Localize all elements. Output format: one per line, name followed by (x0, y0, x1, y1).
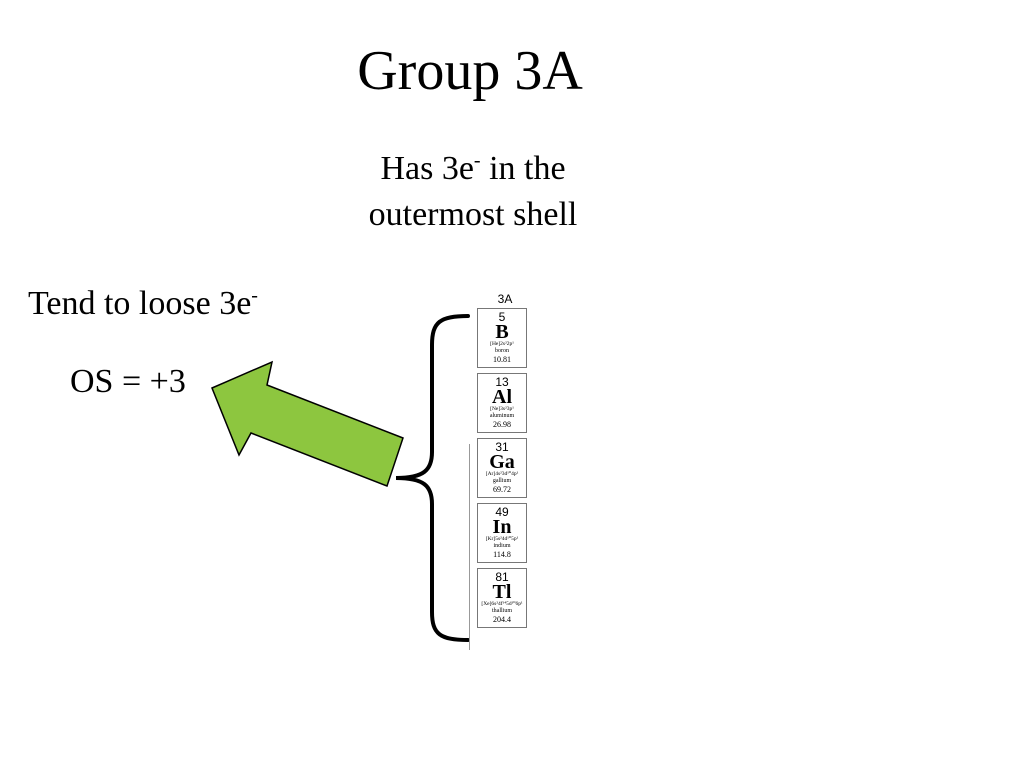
element-name: thallium (492, 608, 512, 614)
atomic-mass: 204.4 (493, 615, 511, 624)
group-label: 3A (497, 292, 513, 306)
element-cell-gallium: 31 Ga [Ar]4s²3d¹⁰4p¹ gallium 69.72 (477, 438, 527, 498)
atomic-number: 31 (495, 440, 509, 454)
element-cell-aluminum: 13 Al [Ne]3s²3p¹ aluminum 26.98 (477, 373, 527, 433)
atomic-number: 13 (495, 375, 509, 389)
element-name: indium (493, 543, 511, 549)
element-symbol: Ga (489, 451, 515, 473)
subtitle-line-1-post: in the (480, 150, 566, 187)
electron-config: [Xe]6s²4f¹⁴5d¹⁰6p¹ (481, 601, 523, 607)
subtitle: Has 3e- in the outermost shell (318, 146, 628, 238)
electron-config: [Ar]4s²3d¹⁰4p¹ (485, 471, 519, 477)
element-symbol: In (492, 516, 512, 538)
tend-superscript: - (251, 284, 258, 307)
subtitle-superscript: - (473, 149, 481, 172)
atomic-number: 5 (498, 310, 506, 324)
element-cell-boron: 5 B [He]2s²2p¹ boron 10.81 (477, 308, 527, 368)
element-symbol: Al (492, 386, 512, 408)
subtitle-line-1-pre: Has 3e (380, 150, 474, 187)
element-symbol: B (495, 321, 509, 343)
atomic-mass: 114.8 (493, 550, 511, 559)
atomic-mass: 26.98 (493, 420, 511, 429)
atomic-mass: 69.72 (493, 485, 511, 494)
slide-title: Group 3A (0, 38, 940, 104)
periodic-table-column: 3A 5 B [He]2s²2p¹ boron 10.81 13 Al [Ne]… (470, 292, 532, 633)
tend-text: Tend to loose 3e (28, 285, 252, 322)
arrow-shape (211, 360, 404, 487)
brace-path (395, 314, 470, 642)
element-name: boron (495, 348, 509, 354)
tend-statement: Tend to loose 3e- (28, 282, 258, 326)
atomic-number: 81 (495, 570, 509, 584)
element-cell-indium: 49 In [Kr]5s²4d¹⁰5p¹ indium 114.8 (477, 503, 527, 563)
electron-config: [Kr]5s²4d¹⁰5p¹ (485, 536, 519, 542)
element-symbol: Tl (492, 581, 512, 603)
atomic-mass: 10.81 (493, 355, 511, 364)
divider (469, 444, 470, 650)
element-name: gallium (492, 478, 512, 484)
electron-config: [He]2s²2p¹ (490, 341, 514, 347)
element-name: aluminum (489, 413, 515, 419)
title-text: Group 3A (357, 40, 583, 102)
subtitle-line-1: Has 3e- in the (318, 146, 628, 192)
subtitle-line-2: outermost shell (368, 196, 578, 233)
element-cell-thallium: 81 Tl [Xe]6s²4f¹⁴5d¹⁰6p¹ thallium 204.4 (477, 568, 527, 628)
atomic-number: 49 (495, 505, 509, 519)
oxidation-state: OS = +3 (70, 363, 186, 400)
electron-config: [Ne]3s²3p¹ (490, 406, 514, 412)
